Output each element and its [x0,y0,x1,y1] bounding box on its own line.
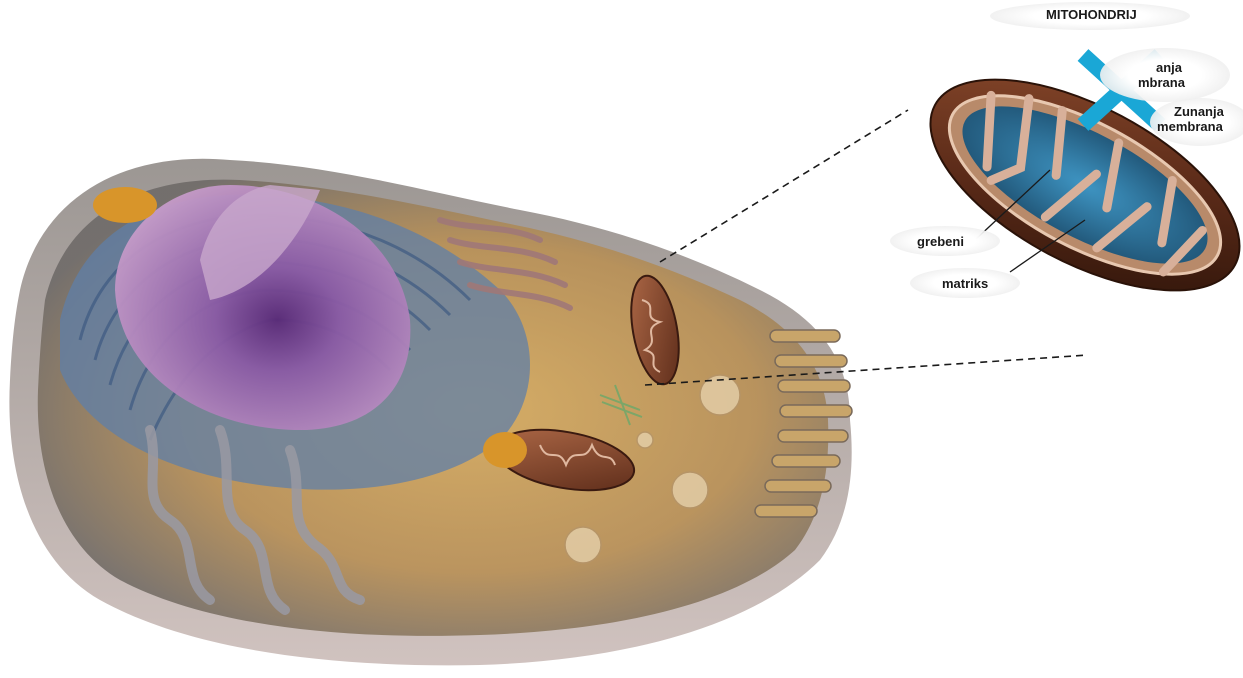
outer-membrane-label: Zunanja membrana [1160,104,1224,134]
animal-cell [9,159,852,666]
zoom-line-top [660,110,908,262]
inner-membrane-label-line1: anja [1138,60,1185,75]
matrix-label: matriks [942,276,988,291]
lipid-droplet [93,187,157,223]
inner-membrane-label-line2: mbrana [1138,75,1185,90]
outer-membrane-label-line1: Zunanja [1160,104,1224,119]
outer-membrane-label-line2: membrana [1156,119,1224,134]
title-label: MITOHONDRIJ [1046,7,1137,22]
inner-membrane-label: anja mbrana [1138,60,1185,90]
cristae-label: grebeni [917,234,964,249]
